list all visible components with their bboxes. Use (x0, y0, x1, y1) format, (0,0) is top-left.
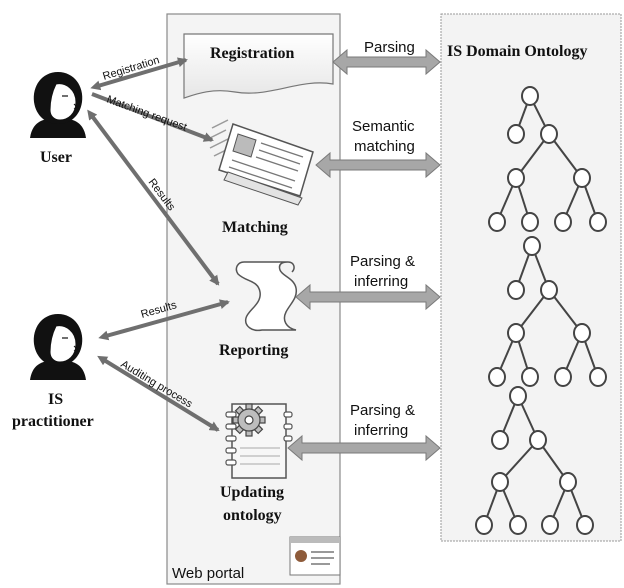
parsing-inferring-arrow-2 (287, 434, 441, 462)
auditing-process-arrow (97, 355, 220, 432)
semantic-matching-arrow (315, 151, 441, 179)
user-avatar-icon (30, 72, 86, 138)
parsing-inferring-1-line1: Parsing & (350, 253, 415, 270)
registration-document: Registration (183, 33, 334, 99)
newspaper-icon (205, 119, 314, 206)
scroll-icon (235, 261, 298, 332)
matching-module-label: Matching (222, 219, 288, 236)
parsing-inferring-2-line1: Parsing & (350, 402, 415, 419)
parsing-label: Parsing (364, 39, 415, 56)
user-label: User (40, 149, 72, 166)
results-user-arrow (87, 109, 220, 286)
results-practitioner-arrow (98, 299, 230, 341)
semantic-label-line1: Semantic (352, 118, 415, 135)
semantic-label-line2: matching (354, 138, 415, 155)
ontology-title: IS Domain Ontology (447, 43, 587, 60)
browser-icon (289, 536, 341, 576)
practitioner-avatar-icon (30, 314, 86, 380)
parsing-arrow (332, 48, 441, 76)
registration-module-label: Registration (210, 45, 295, 62)
practitioner-label-line1: IS (48, 391, 63, 408)
practitioner-label-line2: practitioner (12, 413, 94, 430)
ontology-tree-3 (475, 386, 594, 535)
parsing-inferring-2-line2: inferring (354, 422, 408, 439)
reporting-module-label: Reporting (219, 342, 288, 359)
ontology-tree-2 (488, 236, 607, 387)
gear-notebook-icon (225, 403, 293, 479)
updating-module-label-line2: ontology (223, 507, 282, 524)
parsing-inferring-arrow-1 (295, 283, 441, 311)
updating-module-label-line1: Updating (220, 484, 284, 501)
web-portal-label: Web portal (172, 565, 244, 582)
registration-arrow (90, 57, 188, 91)
ontology-tree-1 (488, 86, 607, 232)
parsing-inferring-1-line2: inferring (354, 273, 408, 290)
